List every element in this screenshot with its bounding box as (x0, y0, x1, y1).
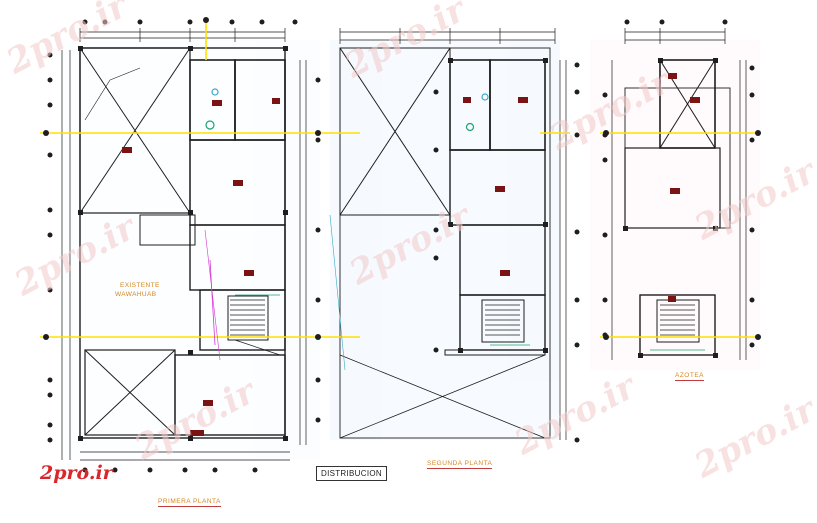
title-distribucion: DISTRIBUCION (316, 466, 387, 481)
plan-primera-planta (61, 28, 307, 461)
axis-markers-plan1 (47, 19, 321, 473)
section-axis-lines (40, 22, 760, 338)
background-tint (60, 40, 760, 460)
title-primera-planta: PRIMERA PLANTA (158, 498, 221, 507)
room-tags (122, 73, 700, 436)
label-wawahuab: WAWAHUAB (115, 291, 157, 298)
label-existente: EXISTENTE (120, 282, 160, 289)
section-markers (43, 17, 761, 340)
brand-logo: 2pro.ir (40, 462, 113, 484)
title-segunda-planta: SEGUNDA PLANTA (427, 460, 493, 469)
axis-markers-plan2 (433, 62, 580, 443)
plan-segunda-planta (339, 28, 567, 440)
fixtures (204, 88, 705, 371)
title-azotea: AZOTEA (675, 372, 705, 381)
axis-markers-plan3 (602, 19, 755, 348)
